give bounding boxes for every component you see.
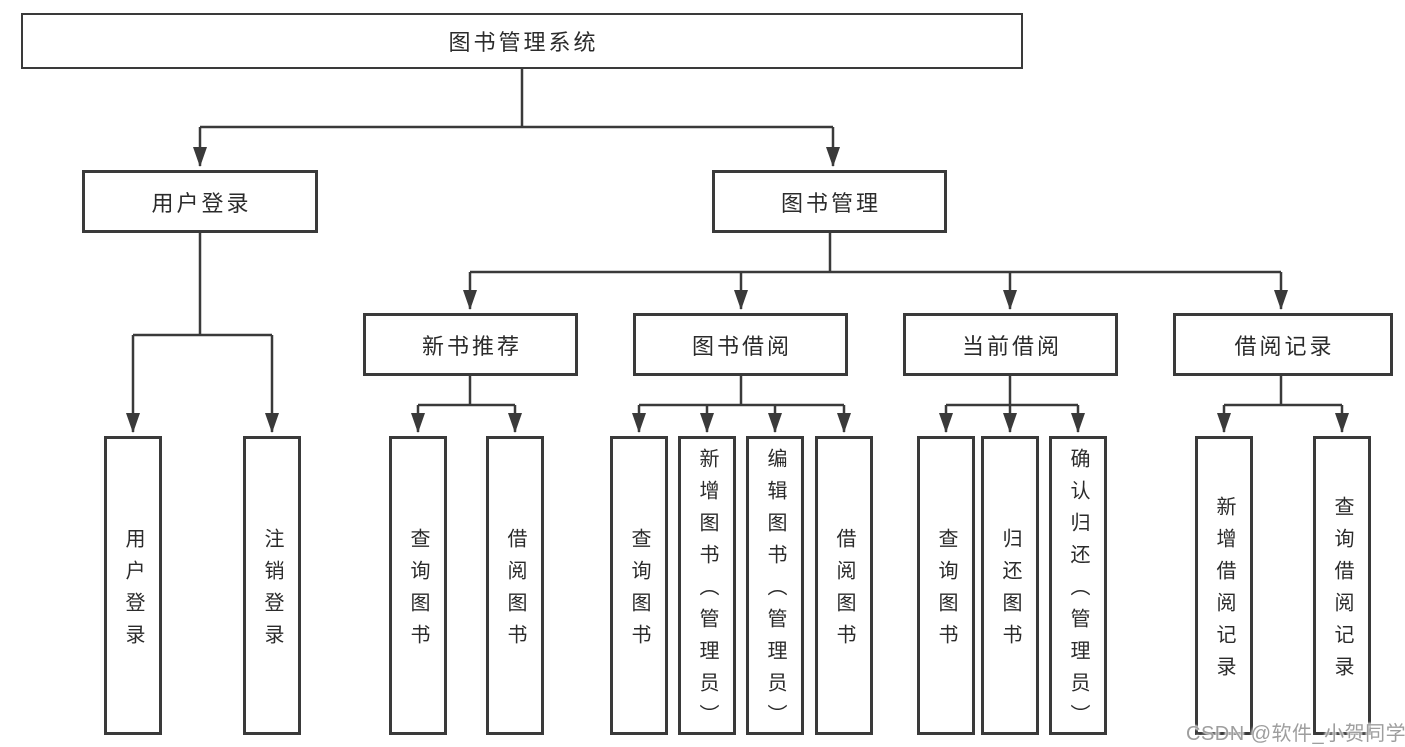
node-label: 新书推荐 [421,333,522,359]
node-label: 查询图书 [935,527,957,656]
node-label: 新增图书（管理员） [696,447,718,736]
node-label: 借阅记录 [1234,333,1335,359]
node-label: 新增借阅记录 [1213,495,1235,688]
node-label: 归还图书 [999,527,1021,656]
node-label: 查询借阅记录 [1331,495,1353,688]
node-new-book-recommendation: 新书推荐 [363,313,578,376]
leaf-return-books: 归还图书 [981,436,1039,735]
node-label: 确认归还（管理员） [1067,447,1089,736]
leaf-confirm-return-admin: 确认归还（管理员） [1049,436,1107,736]
node-borrowing-records: 借阅记录 [1173,313,1393,376]
node-label: 图书借阅 [691,333,792,359]
csdn-watermark: CSDN @软件_小贺同学 [1186,723,1405,745]
leaf-query-books-recommend: 查询图书 [389,436,447,735]
leaf-logout: 注销登录 [243,436,301,735]
node-label: 查询图书 [407,527,429,656]
node-book-borrowing: 图书借阅 [633,313,848,376]
node-label: 用户登录 [151,190,252,216]
leaf-query-books-borrowing: 查询图书 [610,436,668,735]
node-label: 当前借阅 [961,333,1062,359]
leaf-user-login: 用户登录 [104,436,162,735]
node-current-borrowing: 当前借阅 [903,313,1118,376]
node-label: 借阅图书 [833,527,855,656]
node-label: 图书管理系统 [448,30,599,55]
leaf-query-books-current: 查询图书 [917,436,975,735]
node-library-management-system: 图书管理系统 [21,13,1023,69]
leaf-add-borrow-record: 新增借阅记录 [1195,436,1253,735]
leaf-query-borrow-record: 查询借阅记录 [1313,436,1371,735]
leaf-add-books-admin: 新增图书（管理员） [678,436,736,736]
leaf-edit-books-admin: 编辑图书（管理员） [746,436,804,736]
node-label: 编辑图书（管理员） [764,447,786,736]
node-book-management: 图书管理 [712,170,947,233]
node-label: 注销登录 [261,527,283,656]
leaf-borrow-books-recommend: 借阅图书 [486,436,544,735]
leaf-borrow-books-borrowing: 借阅图书 [815,436,873,735]
node-label: 用户登录 [122,527,144,656]
node-label: 图书管理 [780,190,881,216]
node-user-login: 用户登录 [82,170,318,233]
node-label: 查询图书 [628,527,650,656]
node-label: 借阅图书 [504,527,526,656]
